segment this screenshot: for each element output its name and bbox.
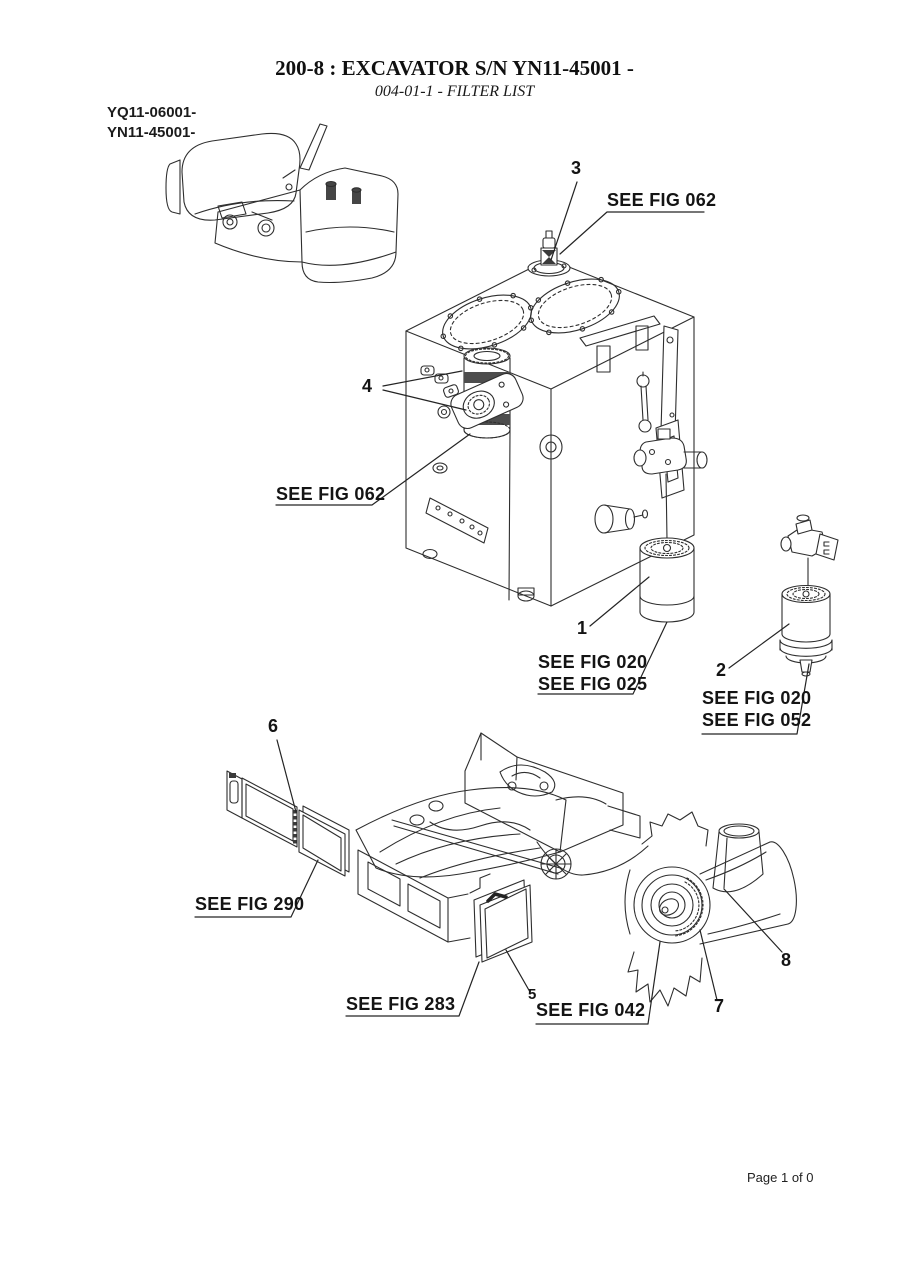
aircon-filter-panel-part: [226, 770, 350, 877]
machine-overview-drawing: [165, 123, 399, 284]
fig-ref-condenser-filter: SEE FIG 283: [346, 994, 456, 1014]
item-number-8: 8: [781, 950, 792, 970]
water-separator-part: [779, 514, 839, 677]
item-number-6: 6: [268, 716, 279, 736]
page-indicator: Page 1 of 0: [747, 1170, 814, 1185]
fig-ref-water-sep-1: SEE FIG 020: [702, 688, 812, 708]
fig-ref-breather: SEE FIG 062: [607, 190, 717, 210]
fig-ref-fuel-filter-1: SEE FIG 020: [538, 652, 648, 672]
fig-ref-air-cleaner: SEE FIG 042: [536, 1000, 646, 1020]
item-number-5: 5: [528, 986, 537, 1003]
condenser-filter-panel-part: [469, 873, 533, 963]
fuel-filter-part: [639, 537, 695, 623]
serial-range-line-2: YN11-45001-: [107, 124, 196, 141]
return-filter-part: [443, 347, 524, 439]
fig-ref-water-sep-2: SEE FIG 052: [702, 710, 812, 730]
page-title: 200-8 : EXCAVATOR S/N YN11-45001 -: [275, 56, 634, 80]
fig-ref-return-filter: SEE FIG 062: [276, 484, 386, 504]
hydraulic-tank-drawing: [405, 258, 708, 607]
engine-deck-drawing: [355, 732, 649, 963]
breather-part: [527, 230, 571, 277]
leader-lines: [194, 181, 810, 1025]
page-subtitle: 004-01-1 - FILTER LIST: [374, 83, 535, 100]
serial-range-line-1: YQ11-06001-: [107, 104, 197, 121]
item-number-4: 4: [362, 376, 373, 396]
fig-ref-fuel-filter-2: SEE FIG 025: [538, 674, 648, 694]
fig-ref-aircon-filter: SEE FIG 290: [195, 894, 305, 914]
item-number-3: 3: [571, 158, 582, 178]
item-number-2: 2: [716, 660, 727, 680]
item-number-1: 1: [577, 618, 588, 638]
item-number-7: 7: [714, 996, 725, 1016]
air-cleaner-drawing: [624, 811, 797, 1007]
